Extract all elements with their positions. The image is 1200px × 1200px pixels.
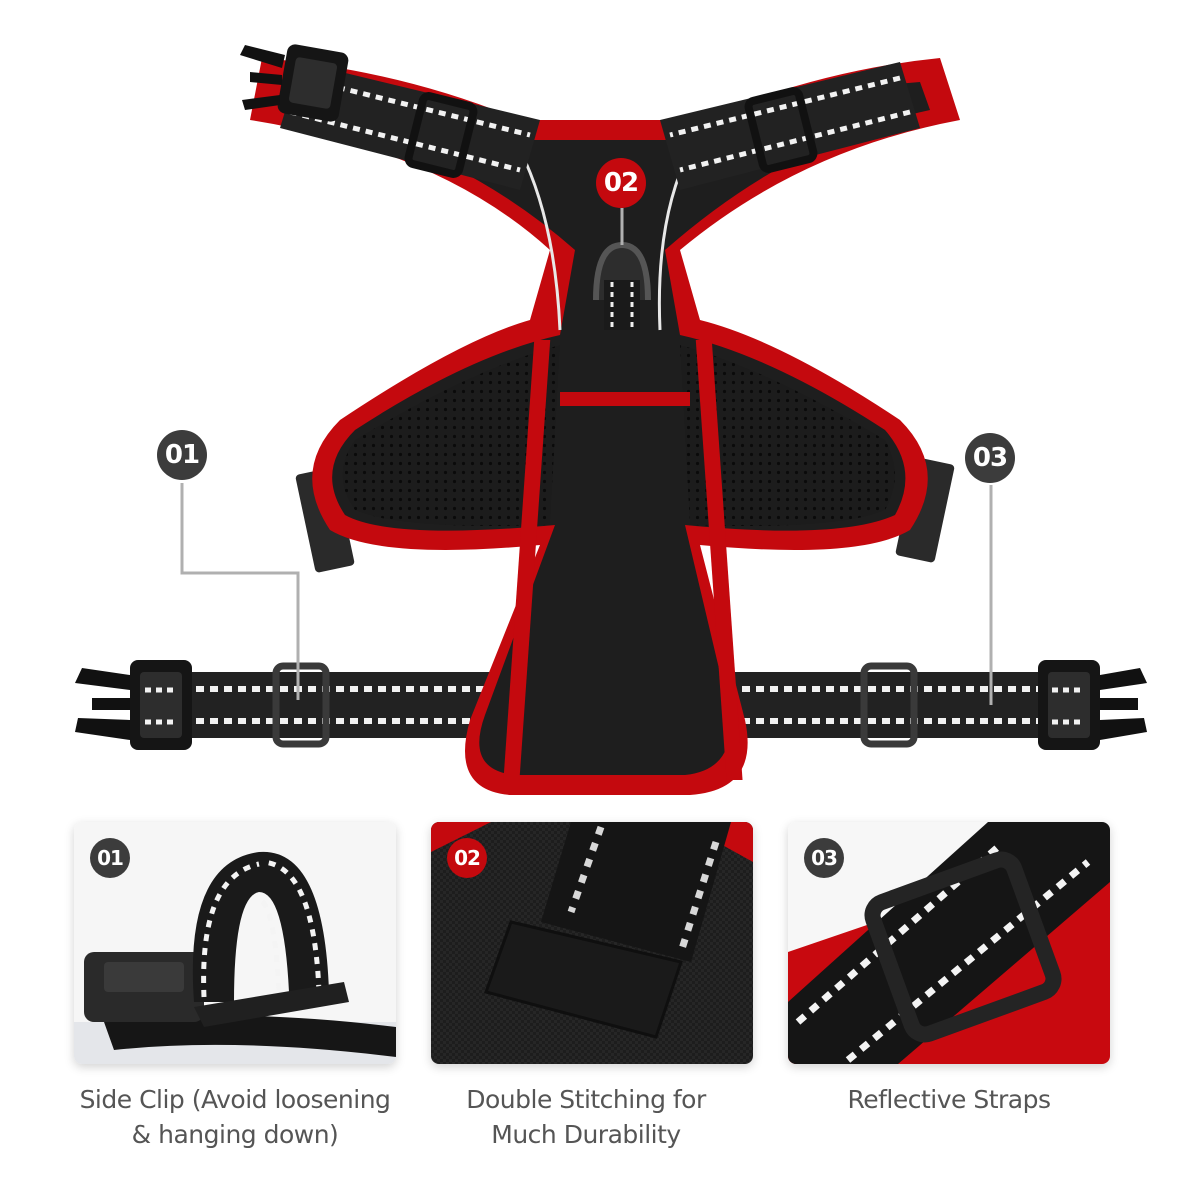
caption-double-stitching: Double Stitching for Much Durability [416,1082,756,1152]
slider-right [860,662,918,748]
caption-double-stitching-line1: Double Stitching for [466,1085,706,1114]
feature-card-double-stitching: 02 [431,822,753,1064]
caption-side-clip-line2: & hanging down) [131,1120,339,1149]
caption-side-clip-line1: Side Clip (Avoid loosening [79,1085,391,1114]
caption-side-clip: Side Clip (Avoid loosening & hanging dow… [65,1082,405,1152]
harness-product-illustration: 01 02 03 [75,44,1147,795]
leader-line-01 [180,483,300,700]
feature-card-reflective-straps: 03 [788,822,1110,1064]
card-badge-02: 02 [447,838,487,878]
slider-left [272,662,330,748]
feature-card-side-clip: 01 [74,822,396,1064]
caption-reflective-straps-line1: Reflective Straps [847,1085,1051,1114]
double-stitching-closeup-photo [431,822,753,1064]
harness-body [250,58,960,795]
callout-badge-02: 02 [596,158,646,208]
buckle-top-left [240,44,349,122]
neck-strap-left [280,62,540,190]
callout-badge-01: 01 [157,430,207,480]
neck-strap-right [660,62,920,190]
caption-double-stitching-line2: Much Durability [491,1120,681,1149]
callout-badge-03: 03 [965,433,1015,483]
buckle-left [75,660,192,750]
reflective-strap-closeup-photo [788,822,1110,1064]
card-badge-01: 01 [90,838,130,878]
card-badge-03: 03 [804,838,844,878]
buckle-right [1038,660,1147,750]
harness-graphic [75,44,1147,795]
d-ring-leash-attachment [593,241,651,330]
caption-reflective-straps: Reflective Straps [779,1082,1119,1117]
